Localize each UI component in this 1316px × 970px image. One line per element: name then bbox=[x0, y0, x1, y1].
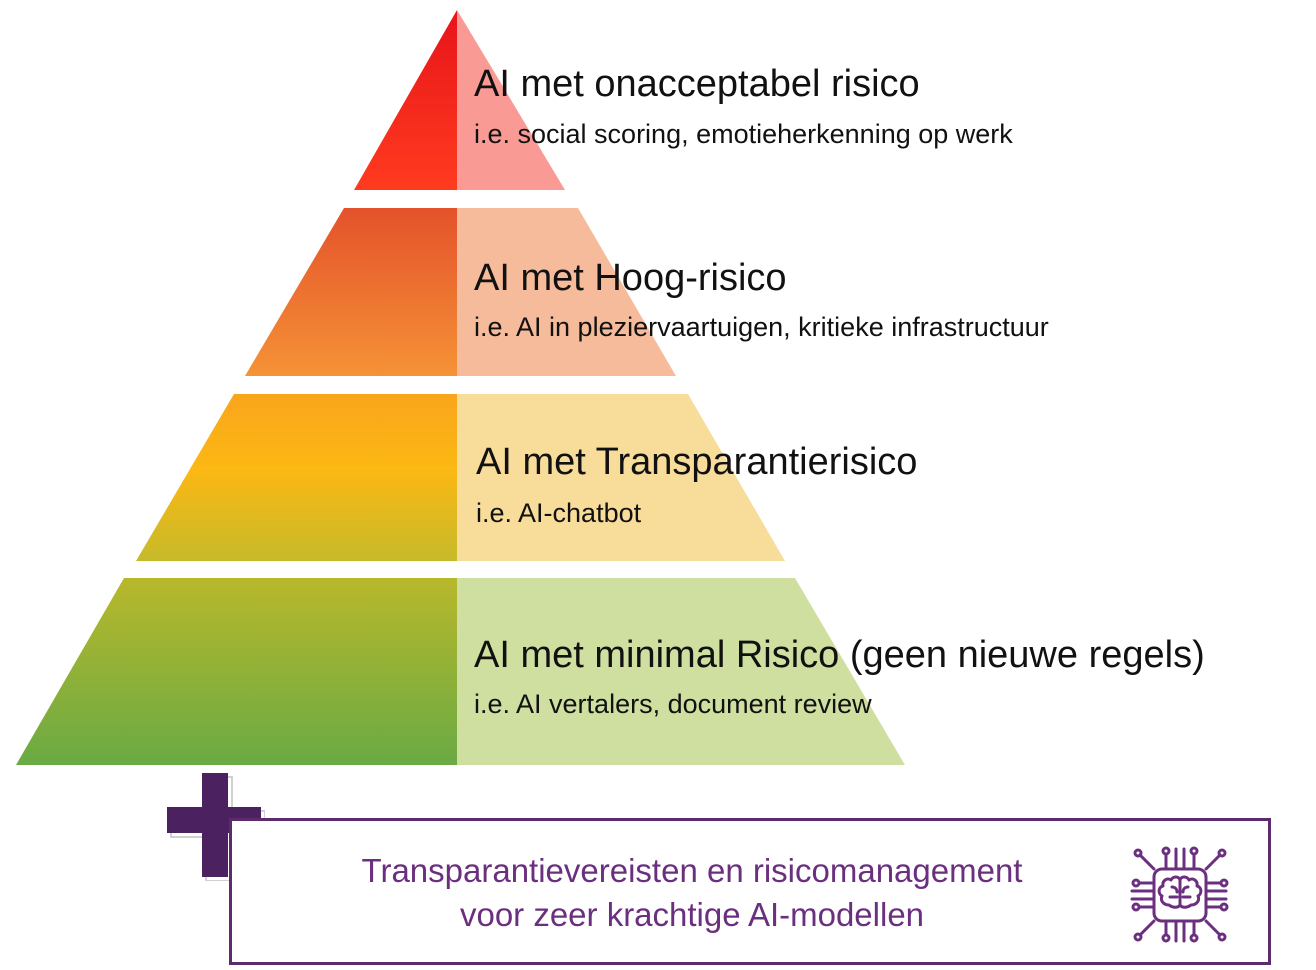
pyramid-level-transparency: AI met Transparantierisico i.e. AI-chatb… bbox=[136, 394, 917, 561]
level-shape-left bbox=[16, 578, 457, 765]
footer-text: Transparantievereisten en risicomanageme… bbox=[272, 849, 1112, 937]
level-example: i.e. social scoring, emotieherkenning op… bbox=[474, 119, 1013, 149]
level-example: i.e. AI in pleziervaartuigen, kritieke i… bbox=[474, 312, 1049, 342]
ai-chip-brain-icon bbox=[1130, 846, 1229, 943]
level-shape-left bbox=[136, 394, 457, 561]
level-shape-left bbox=[245, 208, 457, 376]
footer-line-1: Transparantievereisten en risicomanageme… bbox=[361, 852, 1023, 889]
risk-pyramid: AI met onacceptabel risico i.e. social s… bbox=[16, 10, 1205, 765]
level-title: AI met onacceptabel risico bbox=[474, 63, 920, 105]
pyramid-level-unacceptable: AI met onacceptabel risico i.e. social s… bbox=[354, 10, 1013, 190]
level-shape-right bbox=[457, 208, 676, 376]
footer-line-2: voor zeer krachtige AI-modellen bbox=[459, 896, 925, 933]
plus-icon bbox=[167, 773, 265, 881]
level-title: AI met minimal Risico (geen nieuwe regel… bbox=[474, 634, 1205, 676]
level-title: AI met Transparantierisico bbox=[476, 441, 917, 483]
level-title: AI met Hoog-risico bbox=[474, 257, 787, 299]
footer-box: Transparantievereisten en risicomanageme… bbox=[229, 818, 1271, 965]
level-shape-left bbox=[354, 10, 457, 190]
pyramid-level-minimal: AI met minimal Risico (geen nieuwe regel… bbox=[16, 578, 1205, 765]
pyramid-level-high: AI met Hoog-risico i.e. AI in pleziervaa… bbox=[245, 208, 1049, 376]
level-shape-right bbox=[457, 394, 785, 561]
level-example: i.e. AI-chatbot bbox=[476, 498, 642, 528]
level-example: i.e. AI vertalers, document review bbox=[474, 689, 872, 719]
level-shape-right bbox=[457, 10, 565, 190]
level-shape-right bbox=[457, 578, 905, 765]
